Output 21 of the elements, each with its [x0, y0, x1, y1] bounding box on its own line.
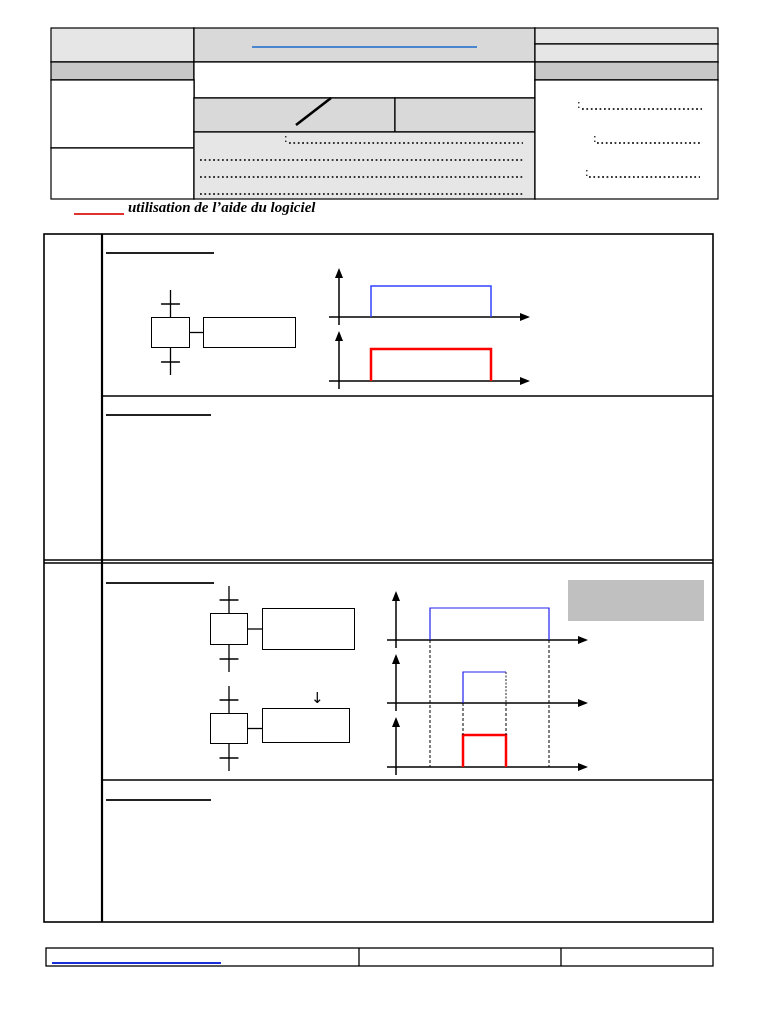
instruction-text: utilisation de l’aide du logiciel [128, 200, 316, 215]
transition-line [219, 685, 239, 714]
action-box [262, 708, 350, 743]
link-line [247, 628, 263, 630]
down-arrow-label: ↓ [311, 691, 324, 706]
colon-label: : [593, 131, 597, 144]
action-box [203, 317, 296, 348]
colon-label: : [284, 131, 288, 144]
transition-line [160, 289, 181, 318]
grafcet-step [151, 317, 190, 348]
transition-line [219, 743, 239, 772]
transition-line [219, 585, 239, 614]
link-line [247, 727, 263, 730]
link-line [189, 331, 204, 334]
action-box [262, 608, 355, 650]
grafcet-step [210, 613, 248, 645]
grafcet-step [210, 713, 248, 744]
colon-label: : [577, 97, 581, 110]
transition-line [219, 644, 239, 673]
transition-line [160, 347, 181, 376]
colon-label: : [585, 165, 589, 178]
